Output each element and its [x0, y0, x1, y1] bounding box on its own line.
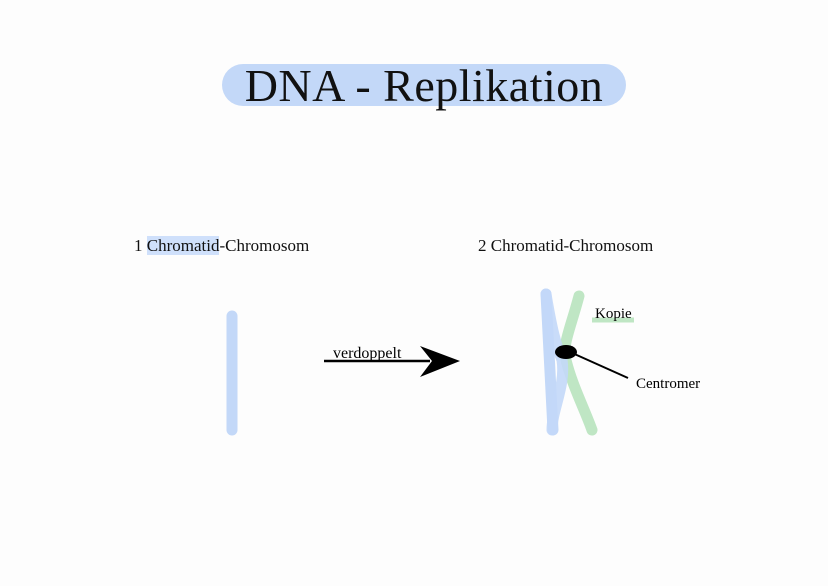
left-caption-highlight: Chromatid — [146, 236, 220, 255]
page-title: DNA - Replikation — [244, 60, 604, 111]
left-caption-prefix: 1 — [134, 236, 147, 255]
centromere-pointer — [569, 351, 629, 379]
right-caption: 2 Chromatid-Chromosom — [478, 236, 654, 255]
arrow-head — [420, 346, 460, 377]
centromere — [555, 345, 577, 359]
left-caption: 1 Chromatid-Chromosom — [134, 236, 309, 256]
arrow-label: verdoppelt — [333, 345, 402, 362]
original-chromatid-curve — [540, 288, 569, 436]
copy-chromatid — [559, 290, 598, 436]
left-caption-suffix: -Chromosom — [219, 236, 310, 255]
title-highlight — [222, 64, 626, 106]
centromere-label: Centromer — [636, 376, 700, 392]
copy-label: Kopie — [595, 306, 632, 322]
